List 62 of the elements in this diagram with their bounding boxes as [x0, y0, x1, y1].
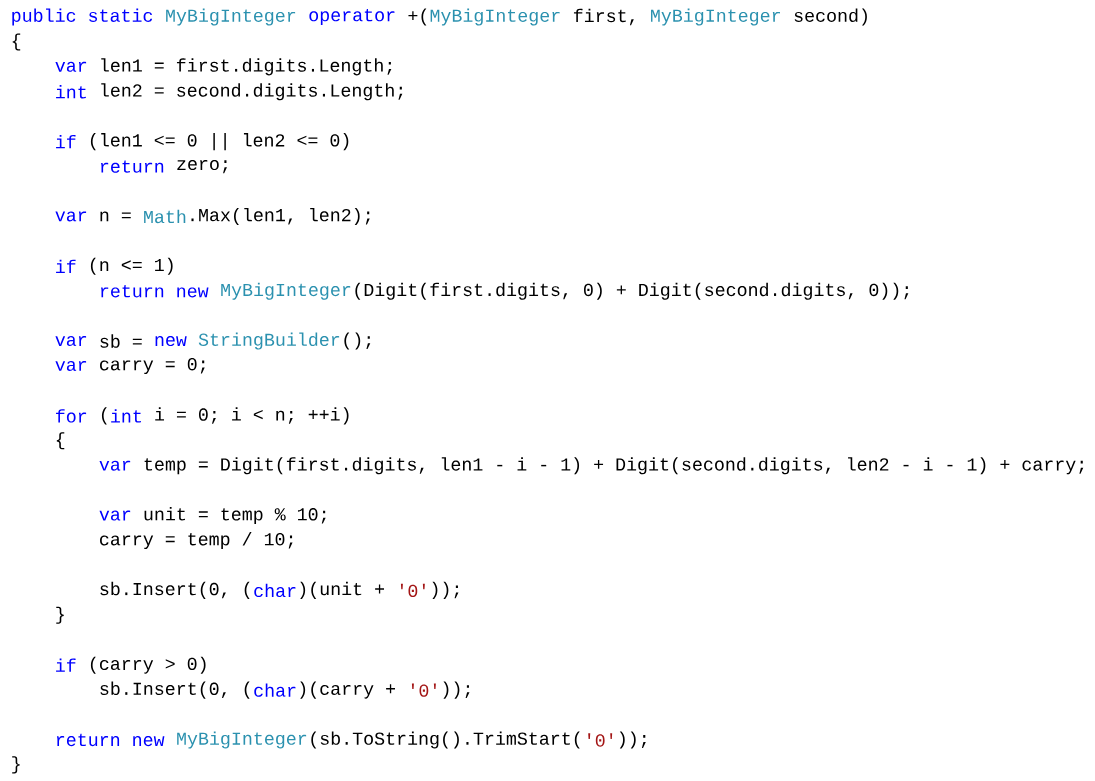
code-text: (sb.ToString().TrimStart(: [311, 731, 580, 749]
code-keyword: if: [56, 135, 76, 149]
code-keyword: if: [56, 658, 76, 672]
code-text: carry = temp / 10;: [100, 532, 293, 550]
code-keyword: return: [101, 160, 164, 173]
code-text: (len1 <= 0 || len2 <= 0): [90, 133, 349, 151]
code-text: sb.Insert(0, (: [100, 681, 250, 699]
code-type-name: MyBigInteger: [430, 8, 560, 26]
code-keyword: int: [111, 409, 141, 423]
code-text: sb.Insert(0, (: [100, 581, 250, 599]
code-keyword: var: [55, 361, 87, 371]
code-text: {: [12, 33, 21, 51]
code-keyword: var: [55, 336, 87, 347]
code-keyword: char: [254, 583, 296, 598]
code-keyword: var: [55, 61, 87, 72]
code-text: temp = Digit(first.digits, len1 - i - 1) + Digit(second.digits, len2 - i - 1) + carry;: [144, 457, 1084, 475]
code-text: +(: [408, 8, 427, 26]
code-text: unit = temp % 10;: [144, 507, 326, 525]
code-type-name: MyBigInteger: [651, 8, 780, 26]
code-keyword: for: [56, 409, 87, 423]
code-text: second): [794, 8, 867, 26]
code-keyword: operator: [309, 9, 395, 25]
code-text: ));: [432, 581, 459, 599]
code-text: (Digit(first.digits, 0) + Digit(second.digits, 0));: [355, 282, 909, 300]
code-text: .Max(len1, len2);: [191, 207, 370, 225]
code-text: zero;: [177, 160, 227, 174]
code-keyword: return new: [101, 285, 209, 298]
code-keyword: char: [254, 683, 296, 697]
code-type-name: MyBigInteger: [221, 282, 351, 300]
code-literal: '0': [400, 583, 425, 598]
code-text: ));: [619, 731, 646, 749]
code-text: len1 = first.digits.Length;: [101, 58, 392, 76]
code-text: }: [12, 756, 20, 774]
code-text: i = 0; i < n; ++i): [155, 407, 349, 425]
code-text: ));: [443, 681, 470, 699]
code-keyword: var: [99, 510, 131, 521]
code-text: (n <= 1): [90, 257, 173, 275]
code-text: )(carry +: [300, 681, 395, 699]
code-text: ();: [344, 332, 371, 350]
code-literal: '0': [411, 683, 436, 697]
code-keyword: var: [55, 211, 87, 222]
code-text: n =: [100, 211, 131, 222]
code-type-name: MyBigInteger: [166, 8, 296, 26]
code-keyword: public static: [12, 8, 153, 26]
code-keyword: if: [56, 259, 76, 273]
code-type-name: Math: [144, 209, 186, 224]
code-text: )(unit +: [300, 581, 384, 599]
code-keyword: var: [99, 460, 131, 471]
code-keyword: return new: [56, 733, 165, 747]
code-text: first,: [573, 8, 634, 26]
code-text: (carry > 0): [90, 656, 206, 674]
code-text: len2 = second.digits.Length;: [101, 83, 403, 101]
code-literal: '0': [588, 733, 613, 747]
code-text: sb =: [100, 334, 142, 348]
code-type-name: StringBuilder: [198, 332, 340, 350]
code-text: (: [101, 407, 107, 425]
code-text: }: [56, 606, 64, 624]
code-type-name: MyBigInteger: [177, 731, 307, 749]
code-keyword: new: [155, 336, 187, 347]
code-text: carry = 0;: [100, 358, 205, 375]
code-keyword: int: [56, 85, 86, 99]
code-text: {: [56, 432, 65, 450]
